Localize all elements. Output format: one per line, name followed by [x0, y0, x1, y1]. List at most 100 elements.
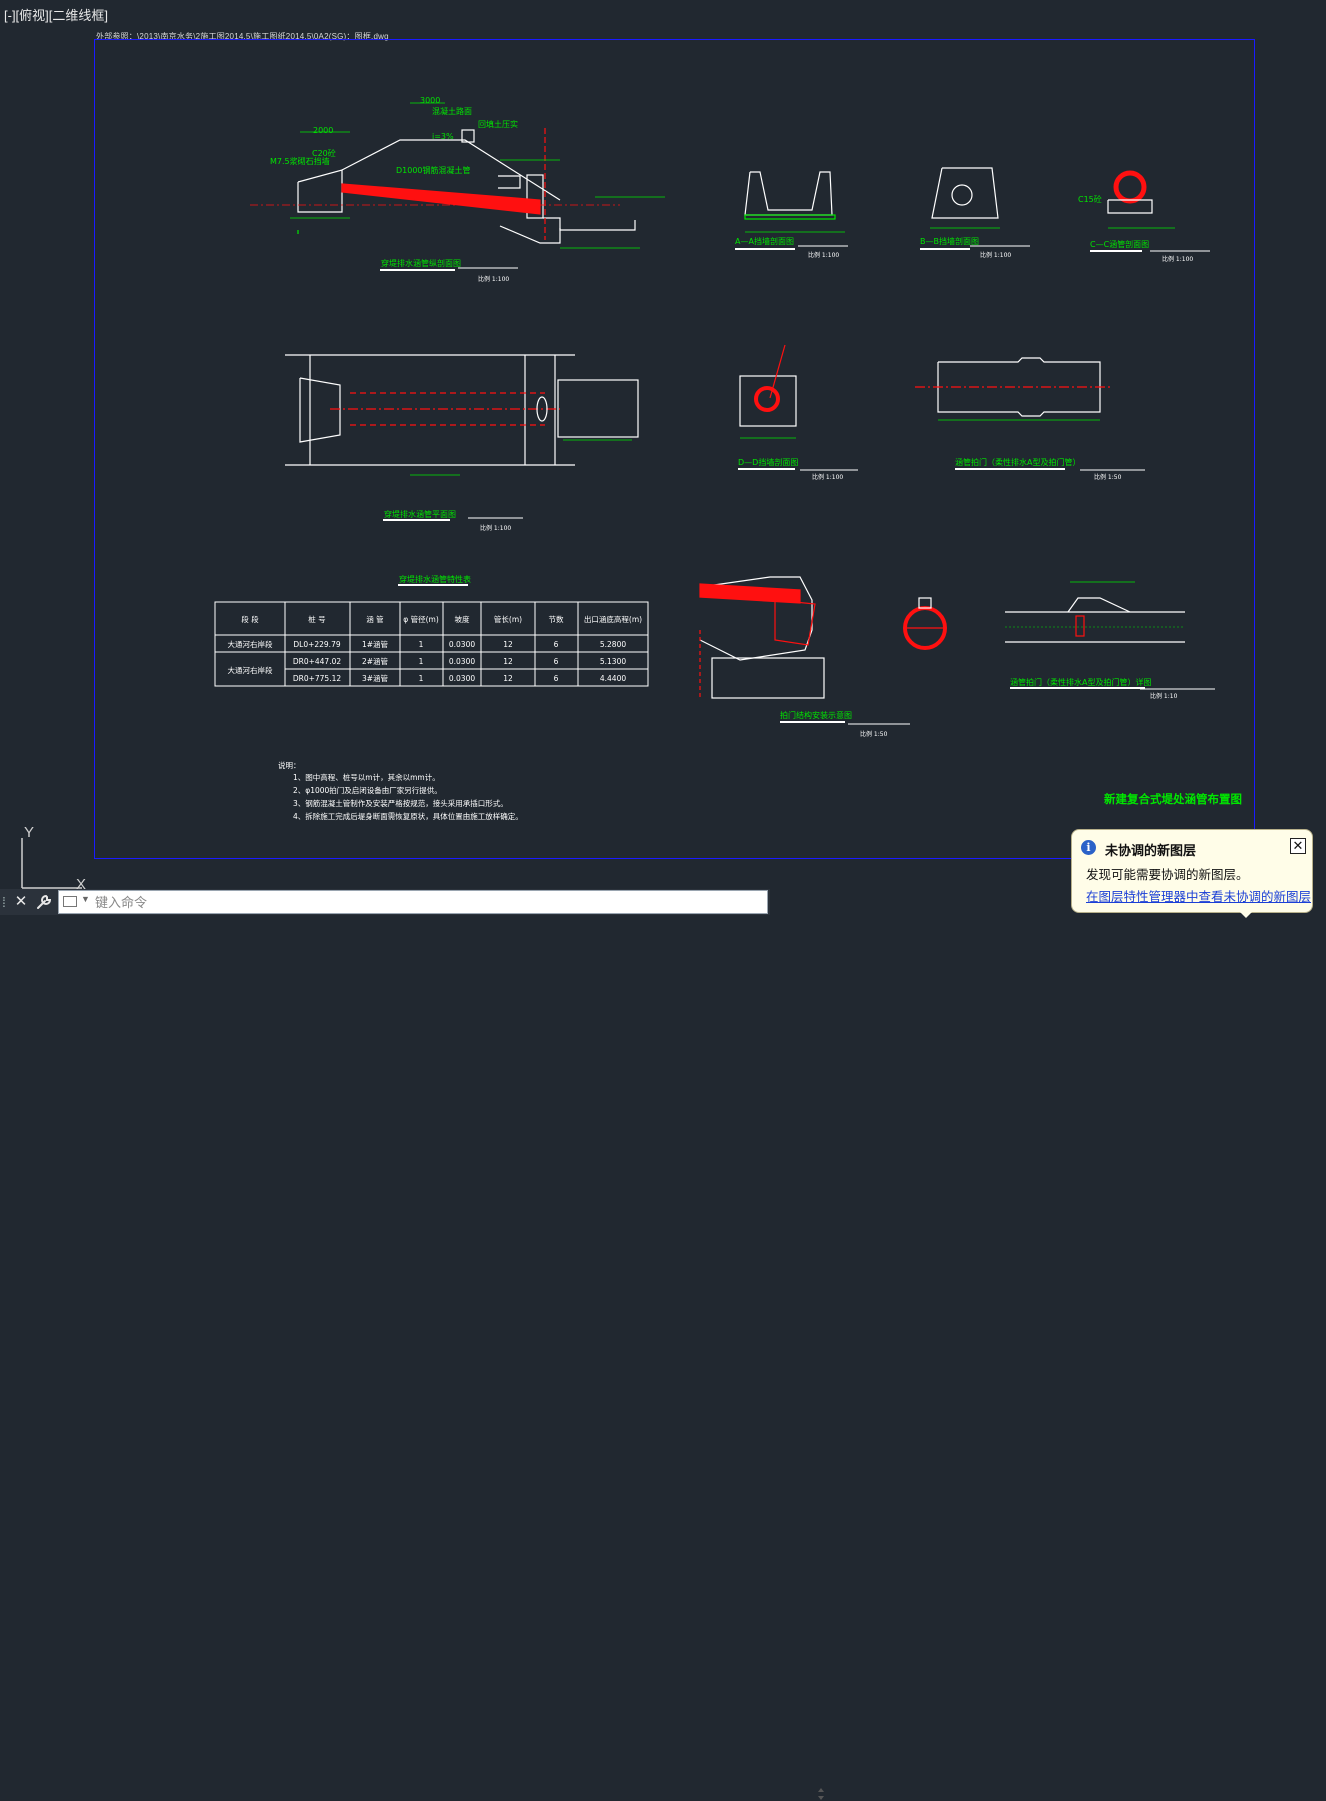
svg-text:12: 12 [503, 674, 513, 683]
command-input-container[interactable]: ▼ [58, 890, 824, 1800]
svg-text:DL0+229.79: DL0+229.79 [293, 640, 340, 649]
note-4: 4、拆除施工完成后堤身断面需恢复原状，具体位置由施工放样确定。 [293, 811, 523, 821]
scale-cc: 比例 1:100 [1162, 255, 1193, 263]
svg-text:2#涵管: 2#涵管 [362, 656, 389, 666]
notes: 说明： 1、图中高程、桩号以m计，其余以mm计。 2、φ1000拍门及启闭设备由… [278, 760, 523, 821]
svg-text:0.0300: 0.0300 [449, 640, 475, 649]
svg-text:5.2800: 5.2800 [600, 640, 626, 649]
spec-table-text: 段 段 桩 号 涵 管 φ 管径(m) 坡度 管长(m) 节数 出口涵底高程(m… [228, 614, 643, 683]
svg-text:段 段: 段 段 [241, 614, 259, 624]
svg-text:0.0300: 0.0300 [449, 657, 475, 666]
title-gate-detail: 涵管拍门（柔性排水A型及拍门管）详图 [1010, 677, 1151, 687]
title-bb: B—B挡墙剖面图 [920, 236, 979, 246]
svg-text:3#涵管: 3#涵管 [362, 673, 389, 683]
svg-text:桩 号: 桩 号 [308, 614, 325, 624]
longitudinal-section [250, 102, 665, 249]
svg-text:涵 管: 涵 管 [366, 614, 384, 624]
svg-text:大通河右岸段: 大通河右岸段 [228, 639, 273, 649]
dd-section [739, 344, 797, 439]
cc-section [1107, 170, 1175, 229]
spec-table [214, 601, 649, 687]
scale-gate-install: 比例 1:50 [860, 730, 888, 738]
scale-plan: 比例 1:100 [480, 524, 511, 532]
scale-gate-detail: 比例 1:10 [1150, 692, 1178, 700]
svg-text:大通河右岸段: 大通河右岸段 [228, 665, 273, 675]
label-d1000: D1000钢筋混凝土管 [396, 165, 471, 175]
scale-bars [458, 245, 1215, 725]
scale-bb: 比例 1:100 [980, 251, 1011, 259]
drawing-main-title: 新建复合式堤处涵管布置图 [1104, 792, 1242, 806]
viewport-label[interactable]: [-][俯视][二维线框] [4, 8, 109, 23]
note-1: 1、图中高程、桩号以m计，其余以mm计。 [293, 772, 440, 782]
aa-section [744, 171, 845, 233]
label-c20: C20砼 [312, 148, 336, 158]
command-input[interactable] [93, 892, 757, 914]
svg-text:φ 管径(m): φ 管径(m) [403, 614, 439, 624]
title-cc: C—C涵管剖面图 [1090, 239, 1149, 249]
title-underlines [380, 248, 1145, 723]
info-icon: i [1081, 840, 1096, 855]
title-table: 穿堤排水涵管特性表 [399, 574, 471, 584]
title-longitudinal: 穿堤排水涵管纵剖面图 [381, 258, 461, 268]
label-road: 混凝土路面 [432, 106, 472, 116]
notification-tail [1240, 912, 1252, 918]
label-c15: C15砼 [1078, 194, 1102, 204]
command-line-grip[interactable]: ⁞ [2, 894, 6, 910]
wrench-icon[interactable] [35, 893, 53, 911]
gate-install [699, 576, 825, 700]
ucs-icon [21, 838, 82, 889]
title-gate-install: 拍门结构安装示意图 [780, 710, 852, 720]
notification-title: 未协调的新图层 [1105, 843, 1197, 858]
svg-text:坡度: 坡度 [455, 614, 470, 624]
svg-text:5.1300: 5.1300 [600, 657, 626, 666]
flap-ring [903, 597, 947, 650]
svg-text:1: 1 [419, 640, 424, 649]
label-dim-2000: 2000 [313, 126, 333, 135]
chevron-down-icon[interactable]: ▼ [81, 894, 90, 904]
svg-text:0.0300: 0.0300 [449, 674, 475, 683]
svg-text:DR0+775.12: DR0+775.12 [293, 674, 342, 683]
command-prompt-icon[interactable] [63, 896, 77, 907]
svg-text:节数: 节数 [549, 614, 564, 624]
scale-longitudinal: 比例 1:100 [478, 275, 509, 283]
gate-detail [1005, 581, 1185, 643]
scroll-arrows-icon[interactable] [817, 1787, 825, 1801]
notes-title: 说明： [278, 760, 301, 770]
note-2: 2、φ1000拍门及启闭设备由厂家另行提供。 [293, 785, 442, 795]
label-m75: M7.5浆砌石挡墙 [270, 156, 330, 166]
scale-gate-elevation: 比例 1:50 [1094, 473, 1122, 481]
svg-text:管长(m): 管长(m) [494, 614, 522, 624]
svg-text:1#涵管: 1#涵管 [362, 639, 389, 649]
svg-text:出口涵底高程(m): 出口涵底高程(m) [584, 614, 642, 624]
notification-close-button[interactable]: ✕ [1290, 838, 1306, 854]
svg-text:1: 1 [419, 657, 424, 666]
title-aa: A—A挡墙剖面图 [735, 236, 794, 246]
command-line-close-button[interactable]: ✕ [14, 893, 28, 910]
svg-text:12: 12 [503, 657, 513, 666]
title-plan: 穿堤排水涵管平面图 [384, 509, 456, 519]
svg-text:6: 6 [554, 640, 559, 649]
notification-balloon: i 未协调的新图层 ✕ 发现可能需要协调的新图层。 在图层特性管理器中查看未协调… [1071, 829, 1313, 918]
cad-drawing[interactable]: 穿堤排水涵管纵剖面图 A—A挡墙剖面图 B—B挡墙剖面图 C—C涵管剖面图 穿堤… [0, 0, 1326, 916]
scale-aa: 比例 1:100 [808, 251, 839, 259]
svg-text:12: 12 [503, 640, 513, 649]
xref-path-text: 外部参照：\2013\南京水务\2施工图2014.5\施工图纸2014.5\0A… [96, 32, 389, 41]
title-gate-elevation: 涵管拍门（柔性排水A型及拍门管） [955, 457, 1080, 467]
note-3: 3、钢筋混凝土管制作及安装严格按规范，接头采用承插口形式。 [293, 798, 508, 808]
gate-elevation [915, 357, 1110, 421]
svg-text:1: 1 [419, 674, 424, 683]
drawing-frame [94, 39, 1255, 859]
label-fill: 回填土压实 [478, 119, 518, 129]
svg-text:6: 6 [554, 674, 559, 683]
plan-view [285, 354, 639, 476]
bb-section [930, 167, 1000, 229]
scale-dd: 比例 1:100 [812, 473, 843, 481]
ucs-y-label: Y [24, 824, 35, 841]
label-dim-3000: 3000 [420, 96, 440, 105]
svg-text:4.4400: 4.4400 [600, 674, 626, 683]
label-slope: i=3% [432, 132, 454, 141]
notification-body: 发现可能需要协调的新图层。 [1086, 868, 1249, 882]
notification-link[interactable]: 在图层特性管理器中查看未协调的新图层 [1086, 890, 1312, 904]
svg-text:6: 6 [554, 657, 559, 666]
title-dd: D—D挡墙剖面图 [738, 457, 798, 467]
